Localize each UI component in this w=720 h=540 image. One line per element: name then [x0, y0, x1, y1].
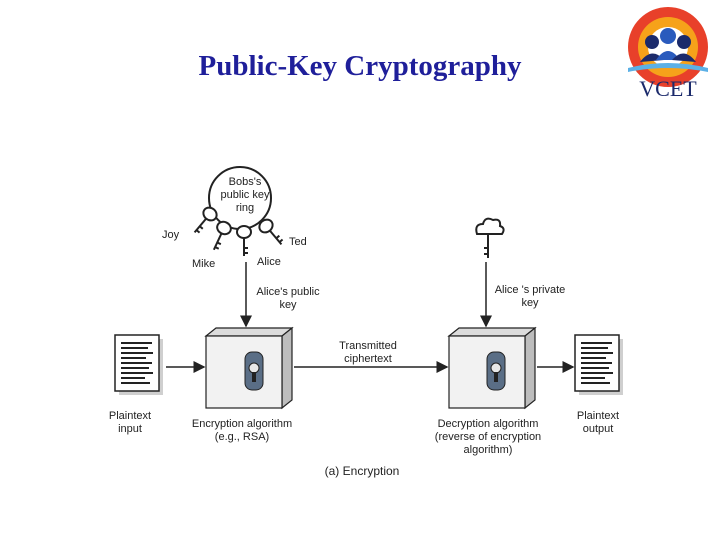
- plaintext-input-document-icon: [114, 334, 163, 395]
- public-key-label: Alice's public key: [256, 286, 320, 311]
- plaintext-output-document-icon: [574, 334, 623, 395]
- ted-key-icon: [255, 215, 288, 250]
- ted-label: Ted: [289, 236, 307, 248]
- encryption-algorithm-label: Encryption algorithm (e.g., RSA): [191, 418, 293, 443]
- mike-key-icon: [206, 218, 234, 254]
- encryption-lock-icon: [244, 351, 264, 391]
- private-key-icon: [475, 217, 505, 258]
- college-logo: VCET: [628, 7, 708, 101]
- transmitted-ciphertext-label: Transmitted ciphertext: [339, 340, 397, 365]
- private-key-label: Alice 's private key: [494, 284, 566, 309]
- diagram-caption: (a) Encryption: [324, 464, 400, 478]
- plaintext-input-label: Plaintext input: [108, 410, 152, 435]
- plaintext-output-label: Plaintext output: [576, 410, 620, 435]
- joy-label: Joy: [162, 229, 180, 241]
- keyring-label: Bobs's public key ring: [220, 176, 270, 214]
- alice-key-icon: [236, 225, 252, 257]
- mike-label: Mike: [192, 258, 216, 270]
- decryption-lock-icon: [486, 351, 506, 391]
- decryption-algorithm-label: Decryption algorithm (reverse of encrypt…: [434, 418, 542, 456]
- encryption-box: [204, 326, 294, 410]
- logo-text: VCET: [639, 76, 697, 101]
- alice-label: Alice: [257, 256, 281, 268]
- page-title: Public-Key Cryptography: [198, 50, 522, 82]
